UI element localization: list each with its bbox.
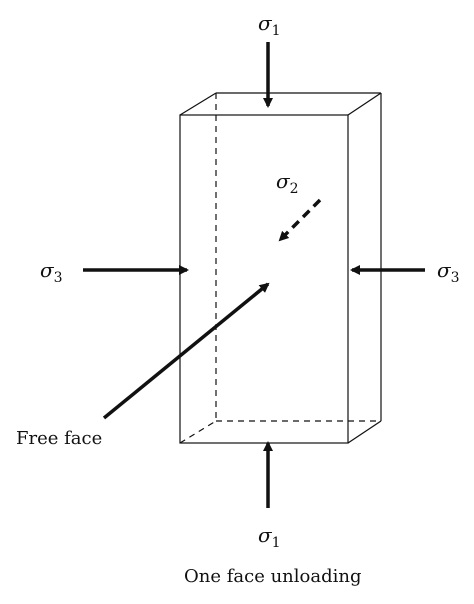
right-sigma3-label: σ3 (437, 258, 460, 286)
block-top-left-edge (179, 92, 217, 116)
center-sigma2-label: σ2 (276, 169, 299, 197)
figure-caption: One face unloading (184, 566, 361, 587)
bottom-sigma1-label: σ1 (258, 523, 281, 551)
center-sigma2-dashed-arrow (278, 198, 322, 242)
rectangular-block (179, 92, 382, 444)
left-sigma3-label: σ3 (40, 258, 63, 286)
block-top-right-edge (347, 92, 382, 116)
block-bottom-right-edge (347, 420, 382, 444)
stress-arrows (83, 42, 425, 508)
free-face-arrow (102, 282, 270, 420)
block-hidden-bottom-left-edge (179, 420, 217, 444)
block-front-face (179, 114, 349, 444)
free-face-label: Free face (16, 428, 102, 449)
top-sigma1-label: σ1 (258, 11, 281, 39)
